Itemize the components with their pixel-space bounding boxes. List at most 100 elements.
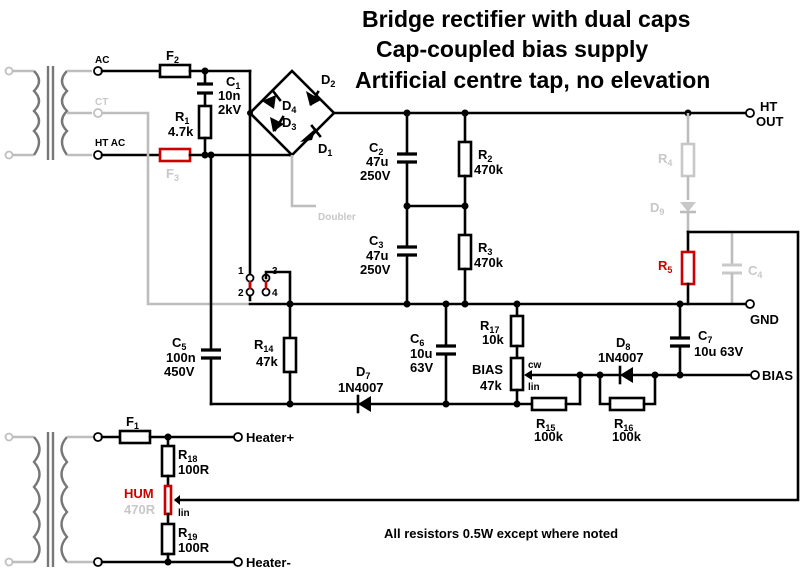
- d9-label: D9: [650, 200, 664, 217]
- bias-pot-lin: lin: [528, 382, 540, 393]
- ct-label: CT: [95, 97, 108, 108]
- fuse-f1: [118, 429, 152, 445]
- ht-ac-label: HT AC: [95, 138, 125, 149]
- c5-value-1: 100n: [166, 350, 196, 365]
- hum-value: 470R: [124, 502, 156, 517]
- c3-value-2: 250V: [360, 262, 391, 277]
- bias-potentiometer: [509, 356, 525, 392]
- bias-output-label: BIAS: [762, 368, 793, 383]
- heater-plus-terminal: [233, 432, 243, 442]
- r2-value: 470k: [474, 162, 504, 177]
- d8-value: 1N4007: [598, 350, 644, 365]
- r14-label: R14: [254, 337, 273, 354]
- resistor-r2: [457, 140, 473, 178]
- resistor-r19: [160, 522, 176, 556]
- r16-label: R16: [614, 416, 633, 433]
- r3-value: 470k: [474, 255, 504, 270]
- resistor-r14: [282, 336, 298, 374]
- switch-pin-4: 4: [272, 288, 278, 299]
- bias-pot-label: BIAS: [472, 362, 503, 377]
- c4-label: C4: [748, 263, 762, 280]
- title-line-1: Bridge rectifier with dual caps: [362, 6, 690, 32]
- ct-terminal: [93, 108, 103, 118]
- r5-label: R5: [658, 258, 672, 275]
- resistor-r16: [608, 396, 646, 412]
- c7-label: C7: [698, 328, 712, 345]
- resistor-r1: [197, 104, 213, 140]
- heater-plus-label: Heater+: [246, 430, 294, 445]
- resistor-r3: [457, 233, 473, 271]
- c6-value-2: 63V: [410, 360, 433, 375]
- fuse-f3: [158, 147, 192, 163]
- d4-label: D4: [282, 98, 296, 115]
- c2-value-2: 250V: [360, 168, 391, 183]
- r2-label: R2: [478, 147, 492, 164]
- resistor-r4: [680, 142, 696, 178]
- c1-value-1: 10n: [218, 88, 240, 103]
- d2-label: D2: [321, 72, 335, 89]
- r17-label: R17: [480, 318, 499, 335]
- out-label: OUT: [756, 114, 784, 129]
- r17-value: 10k: [482, 332, 504, 347]
- resistor-note: All resistors 0.5W except where noted: [384, 526, 618, 541]
- r18-label: R18: [178, 447, 197, 464]
- title-line-2: Cap-coupled bias supply: [376, 36, 648, 62]
- heater-minus-terminal: [233, 557, 243, 567]
- f1-label: F1: [126, 414, 139, 431]
- d7-label: D7: [356, 364, 370, 381]
- resistor-r17: [509, 314, 525, 348]
- c6-value-1: 10u: [410, 346, 432, 361]
- ht-out-terminal: [745, 108, 755, 118]
- fuse-f2: [158, 63, 192, 79]
- c1-label: C1: [226, 74, 240, 91]
- d3-label: D3: [282, 115, 296, 132]
- switch-pin-2: 2: [238, 288, 244, 299]
- r18-value: 100R: [178, 462, 210, 477]
- resistor-r15: [530, 396, 568, 412]
- ac-label: AC: [95, 55, 109, 66]
- c5-label: C5: [172, 335, 186, 352]
- c2-value-1: 47u: [366, 154, 388, 169]
- heater-transformer: [4, 432, 94, 567]
- f2-label: F2: [166, 48, 179, 65]
- r15-value: 100k: [534, 429, 564, 444]
- d7-value: 1N4007: [338, 380, 384, 395]
- gnd-label: GND: [750, 312, 779, 327]
- diode-d8: [618, 365, 633, 385]
- r1-label: R1: [175, 109, 189, 126]
- hum-potentiometer: [163, 484, 173, 516]
- selector-switch: [245, 270, 292, 306]
- c1-value-2: 2kV: [218, 102, 241, 117]
- r3-label: R3: [478, 240, 492, 257]
- diode-d7: [356, 394, 371, 414]
- d1-label: D1: [318, 141, 332, 158]
- heater-minus-label: Heater-: [246, 555, 291, 570]
- gnd-terminal: [745, 299, 755, 309]
- mains-transformer: [4, 66, 92, 160]
- r1-value: 4.7k: [168, 124, 194, 139]
- resistor-r5: [680, 250, 696, 286]
- c3-value-1: 47u: [366, 248, 388, 263]
- bias-pot-value: 47k: [480, 378, 502, 393]
- hum-lin: lin: [178, 508, 190, 519]
- hum-label: HUM: [124, 486, 154, 501]
- r15-label: R15: [536, 416, 555, 433]
- resistor-r18: [160, 444, 176, 478]
- c5-value-2: 450V: [164, 364, 195, 379]
- r16-value: 100k: [612, 429, 642, 444]
- bias-terminal: [750, 370, 760, 380]
- c2-label: C2: [369, 140, 383, 157]
- r19-label: R19: [178, 525, 197, 542]
- r14-value: 47k: [256, 354, 278, 369]
- switch-pin-3: 3: [272, 266, 278, 277]
- r4-label: R4: [658, 151, 672, 168]
- title-line-3: Artificial centre tap, no elevation: [355, 67, 710, 93]
- c3-label: C3: [369, 233, 383, 250]
- bias-pot-cw: cw: [528, 360, 542, 371]
- c7-value: 10u 63V: [694, 344, 743, 359]
- f3-label: F3: [166, 166, 179, 183]
- switch-pin-1: 1: [238, 266, 244, 277]
- doubler-label: Doubler: [318, 212, 356, 223]
- c6-label: C6: [410, 331, 424, 348]
- r19-value: 100R: [178, 540, 210, 555]
